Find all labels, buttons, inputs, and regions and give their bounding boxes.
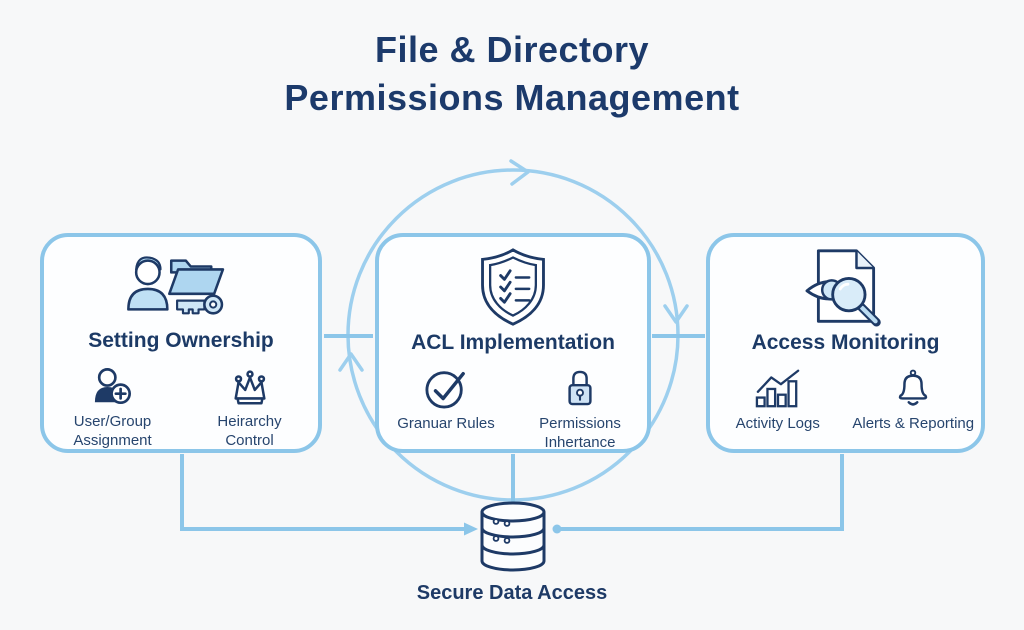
cycle-arrow-right-icon bbox=[663, 304, 689, 324]
user-plus-icon bbox=[93, 365, 133, 407]
bar-chart-icon bbox=[755, 367, 801, 409]
cycle-arrow-left-icon bbox=[338, 352, 364, 372]
card-acl-implementation: ACL Implementation Granuar Rules bbox=[375, 233, 651, 453]
connector-box1-database bbox=[180, 454, 464, 531]
cycle-arrow-top-icon bbox=[509, 159, 530, 186]
feature-alerts-reporting: Alerts & Reporting bbox=[846, 367, 982, 434]
card-title-access-monitoring: Access Monitoring bbox=[751, 331, 940, 354]
page-title-line1: File & Directory bbox=[374, 29, 650, 70]
connector-box3-database bbox=[560, 454, 844, 531]
feature-user-group-assignment: User/Group Assignment bbox=[44, 365, 181, 451]
connector-arrowhead-icon bbox=[464, 522, 478, 536]
user-folder-key-icon bbox=[126, 247, 236, 325]
card-title-setting-ownership: Setting Ownership bbox=[88, 329, 274, 352]
page-title-line2: Permissions Management bbox=[284, 77, 740, 118]
feature-activity-logs: Activity Logs bbox=[710, 367, 846, 434]
feature-heirarchy-control: Heirarchy Control bbox=[181, 365, 318, 451]
feature-label: Heirarchy Control bbox=[217, 413, 282, 449]
feature-label: User/Group Assignment bbox=[73, 413, 152, 449]
card-title-acl-implementation: ACL Implementation bbox=[411, 331, 615, 354]
feature-label: Permissions Inhertance bbox=[539, 415, 621, 451]
feature-label: Activity Logs bbox=[735, 415, 820, 432]
connector-dot-icon bbox=[552, 524, 562, 534]
bell-icon bbox=[894, 367, 932, 409]
feature-permissions-inhertance: Permissions Inhertance bbox=[513, 367, 647, 453]
secure-data-access-label: Secure Data Access bbox=[416, 582, 608, 604]
page-title: File & Directory Permissions Management bbox=[0, 26, 1024, 122]
shield-checklist-icon bbox=[474, 247, 552, 327]
check-circle-icon bbox=[424, 367, 468, 409]
card-setting-ownership: Setting Ownership User/Group Assignment bbox=[40, 233, 322, 453]
feature-label: Granuar Rules bbox=[397, 415, 495, 432]
database-icon bbox=[480, 501, 546, 572]
card-access-monitoring: Access Monitoring Activity Logs bbox=[706, 233, 985, 453]
feature-label: Alerts & Reporting bbox=[852, 415, 975, 432]
crown-icon bbox=[229, 365, 271, 407]
padlock-icon bbox=[563, 367, 597, 409]
document-eye-magnifier-icon bbox=[802, 247, 890, 327]
feature-granuar-rules: Granuar Rules bbox=[379, 367, 513, 453]
